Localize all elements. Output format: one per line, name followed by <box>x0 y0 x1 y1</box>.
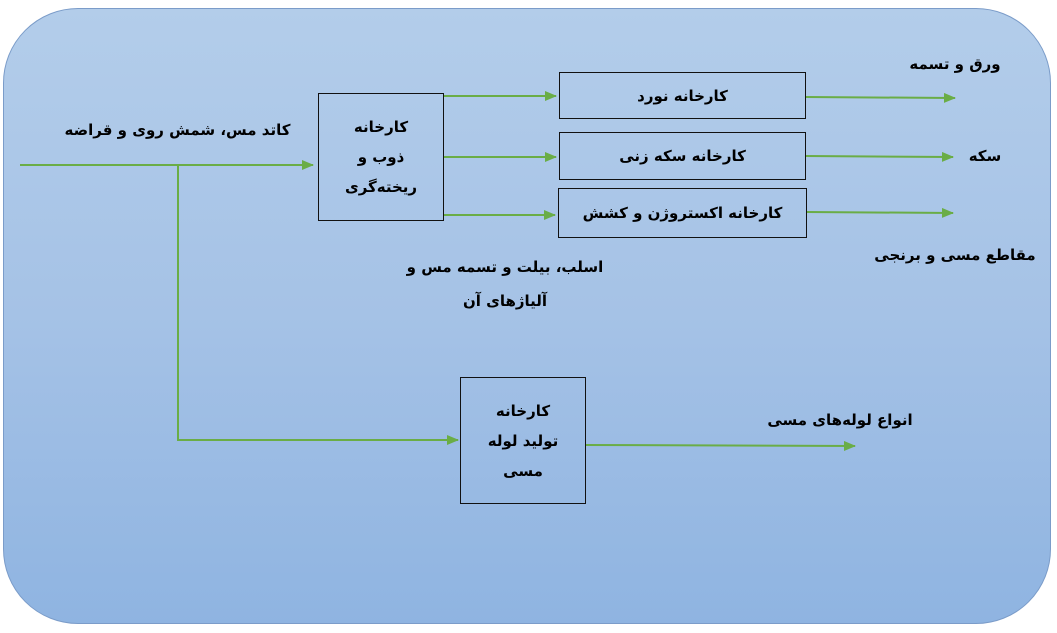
pipe-branch-arrow <box>177 165 459 445</box>
smelting-box-line: ذوب و <box>357 148 405 166</box>
smelting-box-line: ریخته‌گری <box>344 178 418 196</box>
smelting-box: کارخانه ذوب و ریخته‌گری <box>318 93 444 221</box>
input-label: کاتد مس، شمش روی و قراضه <box>64 121 291 139</box>
minting-box: کارخانه سکه زنی <box>559 132 806 180</box>
minting-output-label: سکه <box>968 147 1002 165</box>
minting-output-arrow <box>805 151 954 162</box>
smelting-output-line: اسلب، بیلت و تسمه مس و <box>406 258 604 276</box>
rolling-output-arrow <box>805 92 956 103</box>
minting-box-label: کارخانه سکه زنی <box>619 147 746 165</box>
extrusion-output-arrow <box>806 207 954 218</box>
pipe-output-arrow <box>585 440 856 451</box>
rolling-box: کارخانه نورد <box>559 72 806 119</box>
pipe-box-line: کارخانه <box>495 401 551 420</box>
extrusion-output-label: مقاطع مسی و برنجی <box>874 246 1036 264</box>
pipe-box: کارخانه تولید لوله مسی <box>460 377 586 504</box>
rolling-box-label: کارخانه نورد <box>637 86 728 105</box>
pipe-box-line: مسی <box>503 461 543 480</box>
smelting-box-line: کارخانه <box>353 118 409 136</box>
extrusion-box-label: کارخانه اکستروژن و کشش <box>582 204 783 222</box>
extrusion-box: کارخانه اکستروژن و کشش <box>558 188 807 238</box>
smelting-output-line: آلیاژهای آن <box>462 292 548 310</box>
rolling-output-label: ورق و تسمه <box>909 55 1001 73</box>
pipe-box-line: تولید لوله <box>487 431 559 450</box>
pipe-output-label: انواع لوله‌های مسی <box>767 411 913 429</box>
